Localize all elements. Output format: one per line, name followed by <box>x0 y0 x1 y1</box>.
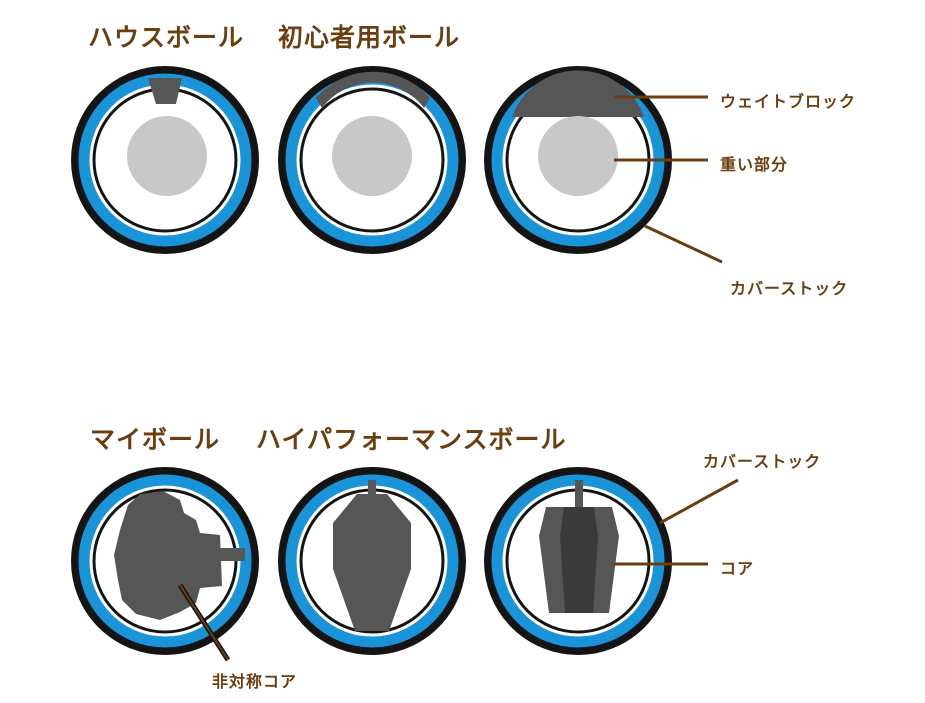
coverstock-top-callout-line <box>644 224 723 264</box>
high-performance-ball-core-pin <box>368 480 376 496</box>
labeled-bottom-ball-core-inner <box>560 507 598 613</box>
label-heavy-part: 重い部分 <box>720 155 789 174</box>
high-performance-ball <box>278 467 466 655</box>
label-coverstock-top: カバーストック <box>730 279 849 298</box>
beginner-ball-heavy-part <box>332 116 412 196</box>
house-ball-weight-block <box>148 78 182 104</box>
label-weight-block: ウェイトブロック <box>720 92 857 111</box>
house-ball <box>71 66 259 254</box>
title-high-performance-ball: ハイパフォーマンスボール <box>256 425 567 454</box>
beginner-ball-inner-line <box>299 87 445 233</box>
asymmetric-core-callout-line <box>179 584 229 661</box>
coverstock-bottom-callout-line <box>659 478 739 525</box>
labeled-bottom-ball <box>484 467 672 655</box>
my-ball <box>71 467 259 655</box>
beginner-ball-weight-block <box>316 71 430 108</box>
labeled-top-ball-weight-block <box>512 70 644 117</box>
house-ball-heavy-part <box>127 116 207 196</box>
title-my-ball: マイボール <box>90 425 221 454</box>
beginner-ball <box>278 66 466 254</box>
title-beginner-ball: 初心者用ボール <box>278 23 461 52</box>
labeled-top-ball-heavy-part <box>538 116 618 196</box>
title-house-ball: ハウスボール <box>88 23 245 52</box>
my-ball-asymmetric-core <box>114 491 222 620</box>
labeled-bottom-ball-core-pin <box>575 480 583 507</box>
label-coverstock-bottom: カバーストック <box>703 452 822 471</box>
my-ball-core-pin <box>215 548 245 561</box>
high-performance-ball-core <box>333 494 411 631</box>
my-ball-coverstock <box>78 474 252 648</box>
label-core: コア <box>720 559 755 578</box>
label-asymmetric-core: 非対称コア <box>212 672 298 691</box>
